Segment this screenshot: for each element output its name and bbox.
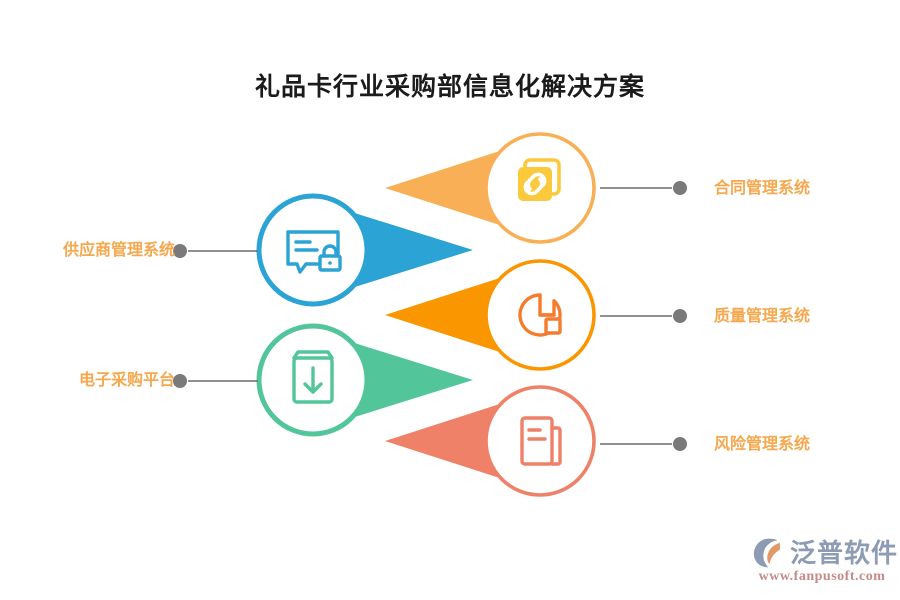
risk-connector-dot (673, 437, 687, 451)
message-lock-icon (286, 230, 342, 274)
pie-chart-icon (518, 293, 562, 337)
node-risk[interactable] (385, 385, 687, 497)
label-contract-management-system[interactable]: 合同管理系统 (714, 180, 811, 197)
contract-connector-dot (673, 181, 687, 195)
label-supplier-management-system[interactable]: 供应商管理系统 (62, 242, 175, 259)
brand-name: 泛普软件 (790, 538, 899, 568)
eprocurement-connector-dot (173, 374, 187, 388)
label-eprocurement-platform[interactable]: 电子采购平台 (78, 372, 175, 389)
label-quality-management-system[interactable]: 质量管理系统 (714, 308, 811, 325)
link-cards-icon (518, 158, 561, 201)
document-icon (520, 416, 562, 466)
supplier-connector-dot (173, 244, 187, 258)
label-risk-management-system[interactable]: 风险管理系统 (714, 436, 811, 453)
fanpu-logo-icon (753, 538, 780, 568)
brand-watermark: 泛普软件 www.fanpusoft.com (752, 536, 897, 592)
node-contract[interactable] (385, 132, 687, 244)
node-eprocurement[interactable] (173, 323, 473, 437)
page-title: 礼品卡行业采购部信息化解决方案 (254, 73, 645, 101)
quality-connector-dot (673, 309, 687, 323)
box-download-icon (292, 350, 334, 404)
node-supplier[interactable] (173, 193, 473, 307)
brand-url: www.fanpusoft.com (758, 569, 886, 584)
risk-circle (484, 385, 596, 497)
node-quality[interactable] (385, 259, 687, 371)
